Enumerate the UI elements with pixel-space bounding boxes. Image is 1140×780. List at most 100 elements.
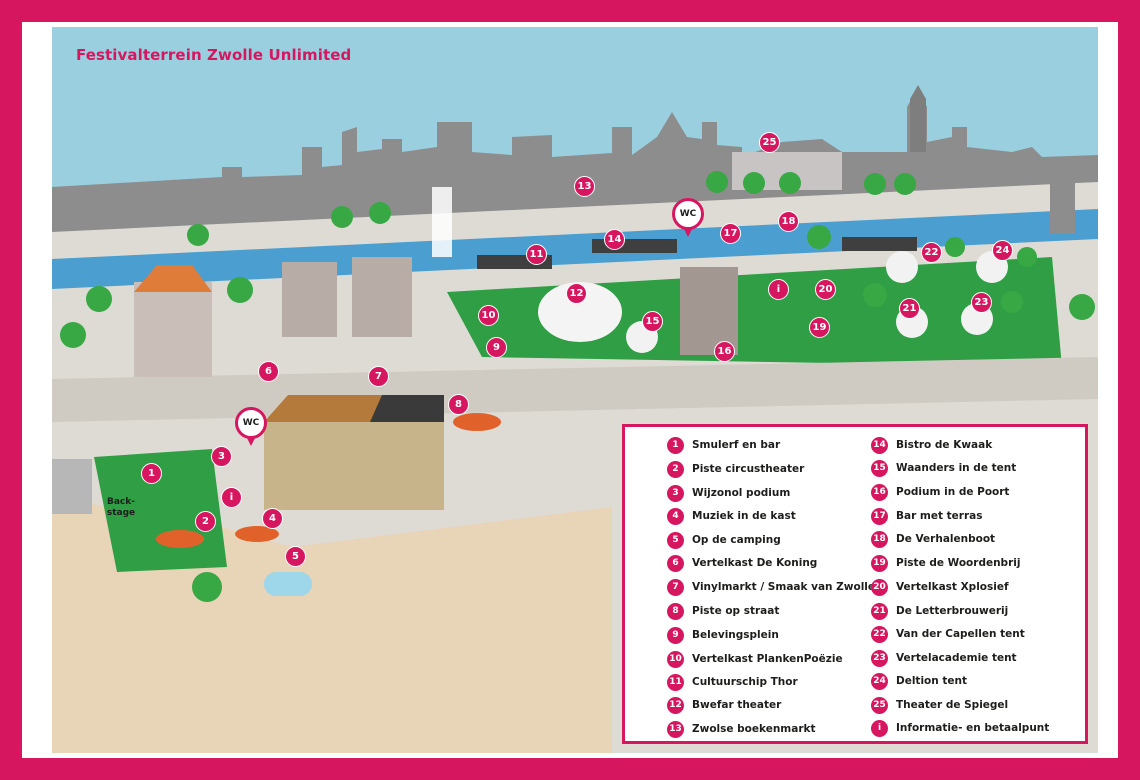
wc-pin-river[interactable]: WC [672,198,704,237]
marker-4[interactable]: 4 [262,508,283,529]
marker-15[interactable]: 15 [642,311,663,332]
legend-item-25: 25 Theater de Spiegel [871,695,1008,715]
legend-label: Vertelacademie tent [896,652,1017,664]
legend-number: 9 [667,626,684,644]
info-icon: i [871,719,888,737]
boat-verhalenboot [842,237,917,251]
marker-8[interactable]: 8 [448,394,469,415]
marker-17[interactable]: 17 [720,223,741,244]
legend-label: Vinylmarkt / Smaak van Zwolle [692,581,876,593]
marker-11[interactable]: 11 [526,244,547,265]
legend-label: Op de camping [692,534,781,546]
lift-tower [1050,182,1075,234]
marker-19[interactable]: 19 [809,317,830,338]
legend-label: Theater de Spiegel [896,699,1009,711]
marker-2[interactable]: 2 [195,511,216,532]
wc-pin-square[interactable]: WC [235,407,267,446]
marker-24[interactable]: 24 [992,240,1013,261]
legend-number: 22 [871,625,888,643]
legend-label: Bwefar theater [692,699,782,711]
legend-item-2: 2 Piste circustheater [667,459,804,479]
marker-10[interactable]: 10 [478,305,499,326]
legend-number: 17 [871,507,888,525]
tower-house-roof [134,265,212,292]
legend-number: 18 [871,530,888,548]
legend-item-5: 5 Op de camping [667,530,781,550]
legend-label: Deltion tent [896,675,968,687]
marker-13[interactable]: 13 [574,176,595,197]
legend-label: Wijzonol podium [692,487,791,499]
legend-number: 14 [871,436,888,454]
legend-number: 5 [667,531,684,549]
marker-18[interactable]: 18 [778,211,799,232]
north-quay [52,182,1098,259]
map-title: Festivalterrein Zwolle Unlimited [76,46,352,64]
marker-20[interactable]: 20 [815,279,836,300]
legend-item-20: 20 Vertelkast Xplosief [871,577,1009,597]
legend-label: De Letterbrouwerij [896,605,1009,617]
marker-3[interactable]: 3 [211,446,232,467]
legend-number: 13 [667,720,684,738]
marker-7[interactable]: 7 [368,366,389,387]
backstage-label: Back- stage [106,497,136,518]
info-marker-2[interactable]: i [768,279,789,300]
bridge-tower [432,187,452,257]
marker-16[interactable]: 16 [714,341,735,362]
hall-roof-dark [370,395,444,422]
marker-1[interactable]: 1 [141,463,162,484]
info-marker-1[interactable]: i [221,487,242,508]
legend-label: Informatie- en betaalpunt [896,722,1050,734]
legend-number: 6 [667,554,684,572]
legend-number: 25 [871,696,888,714]
marker-6[interactable]: 6 [258,361,279,382]
marker-21[interactable]: 21 [899,298,920,319]
legend-label: Vertelkast Xplosief [896,581,1009,593]
marker-14[interactable]: 14 [604,229,625,250]
legend-label: Waanders in de tent [896,462,1017,474]
legend-label: Piste circustheater [692,463,805,475]
legend-number: 20 [871,578,888,596]
marker-23[interactable]: 23 [971,292,992,313]
legend-label: Vertelkast PlankenPoëzie [692,653,843,665]
legend-item-8: 8 Piste op straat [667,601,779,621]
legend-item-info: i Informatie- en betaalpunt [871,718,1049,738]
old-house-right [352,257,412,337]
church-tower [910,85,926,152]
legend-item-9: 9 Belevingsplein [667,625,779,645]
legend-label: Belevingsplein [692,629,779,641]
legend-item-18: 18 De Verhalenboot [871,529,995,549]
legend-number: 8 [667,602,684,620]
legend-label: Van der Capellen tent [896,628,1025,640]
bwefar-theater-tent [538,282,622,342]
marker-9[interactable]: 9 [486,337,507,358]
legend-number: 19 [871,554,888,572]
camper [264,572,312,596]
legend-label: Zwolse boekenmarkt [692,723,816,735]
legend-number: 15 [871,459,888,477]
legend-item-22: 22 Van der Capellen tent [871,624,1025,644]
legend-label: Podium in de Poort [896,486,1010,498]
legend-item-14: 14 Bistro de Kwaak [871,435,992,455]
central-hall [264,422,444,510]
legend-label: Bistro de Kwaak [896,439,993,451]
legend-label: De Verhalenboot [896,533,996,545]
marker-25[interactable]: 25 [759,132,780,153]
trees [60,171,1095,602]
marker-5[interactable]: 5 [285,546,306,567]
marker-22[interactable]: 22 [921,242,942,263]
legend-number: 10 [667,650,684,668]
piste-circustheater [156,530,204,548]
legend-label: Piste de Woordenbrij [896,557,1021,569]
legend-label: Piste op straat [692,605,780,617]
marker-12[interactable]: 12 [566,283,587,304]
legend-number: 2 [667,460,684,478]
